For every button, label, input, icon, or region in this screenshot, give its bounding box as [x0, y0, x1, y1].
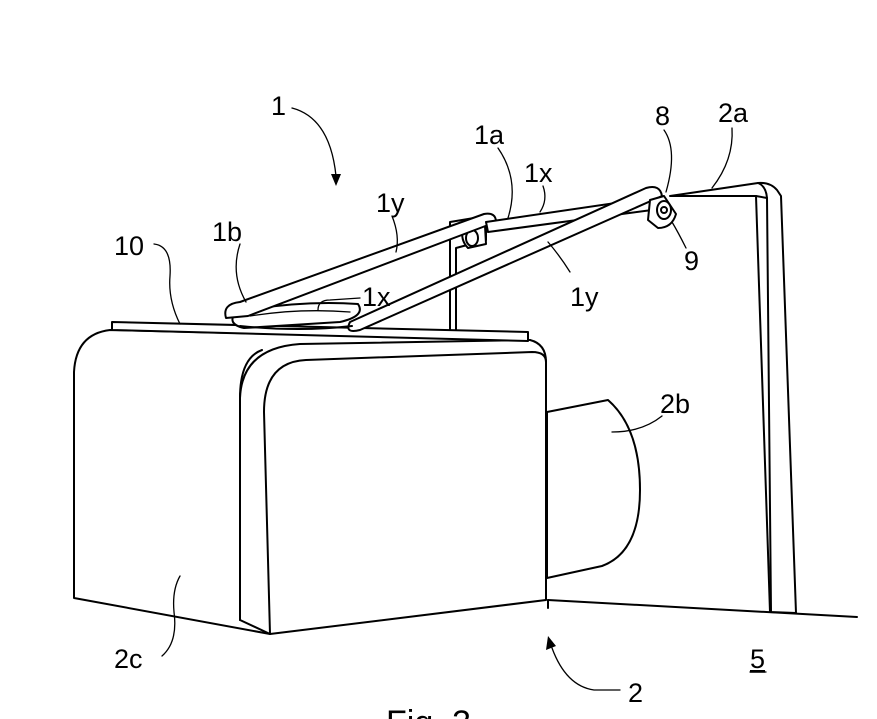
- label-1x-lower: 1x: [362, 282, 391, 312]
- label-1x-upper: 1x: [524, 158, 553, 188]
- box-2c: [73, 329, 547, 635]
- label-10: 10: [114, 231, 144, 261]
- label-1b: 1b: [212, 217, 242, 247]
- label-2a: 2a: [718, 98, 749, 128]
- floor: [547, 599, 858, 618]
- back-panel-2a: [669, 181, 797, 614]
- label-1y-left: 1y: [376, 188, 405, 218]
- label-1y-right: 1y: [570, 282, 599, 312]
- label-2b: 2b: [660, 389, 690, 419]
- label-8: 8: [655, 101, 670, 131]
- figure-caption: Fig. 3: [386, 704, 471, 719]
- label-2c: 2c: [114, 644, 143, 674]
- label-1: 1: [271, 91, 286, 121]
- arm-assembly: [224, 186, 663, 332]
- top-plate-10: [111, 321, 529, 342]
- label-5: 5: [750, 644, 765, 674]
- leader-lines: [153, 107, 733, 691]
- cylinder-2b: [546, 399, 641, 579]
- label-9: 9: [684, 246, 699, 276]
- label-2: 2: [628, 678, 643, 708]
- pivot-8-9: [647, 195, 677, 229]
- label-1a: 1a: [474, 120, 505, 150]
